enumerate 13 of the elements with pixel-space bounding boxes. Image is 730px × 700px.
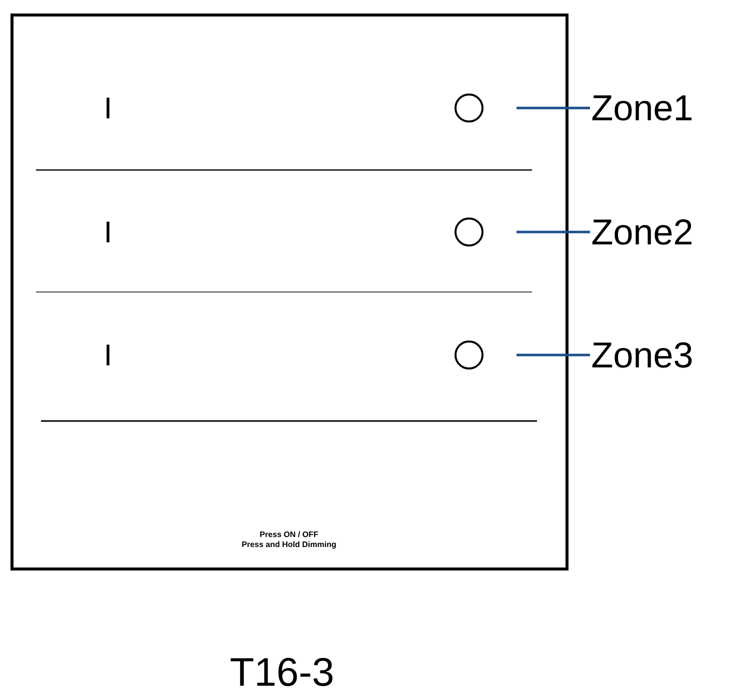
caption: T16-3 bbox=[230, 658, 332, 686]
zone-label: Zone3 bbox=[592, 342, 692, 368]
leader-line bbox=[516, 230, 590, 234]
zone-label: Zone2 bbox=[592, 219, 692, 245]
on-symbol: I bbox=[106, 344, 110, 366]
leader-line bbox=[516, 354, 590, 356]
on-symbol: I bbox=[106, 98, 110, 118]
zone-label: Zone1 bbox=[592, 95, 692, 121]
off-symbol bbox=[454, 340, 484, 370]
off-symbol bbox=[454, 217, 484, 246]
off-symbol bbox=[454, 93, 484, 122]
leader-line bbox=[516, 106, 590, 110]
on-symbol: I bbox=[106, 222, 110, 242]
